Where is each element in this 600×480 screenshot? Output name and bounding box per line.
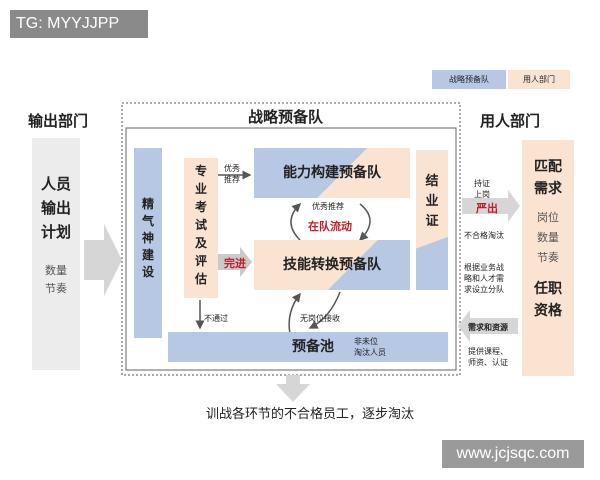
watermark-top-left: TG: MYYJJPP: [10, 10, 148, 38]
output-plan: 人员输出计划: [40, 175, 71, 241]
exam-evaluation: 专业考试及评估: [184, 158, 218, 298]
output-sub: 数量节奏: [45, 264, 67, 295]
in-team-flow: 在队流动: [308, 220, 352, 233]
reserve-pool: 预备池 非未位淘汰人员: [168, 332, 448, 362]
by-business: 根据业务战略和人才需求设立分队: [464, 263, 504, 294]
spirit-building: 精气神建设: [134, 148, 162, 338]
input-arrow: [84, 224, 122, 296]
hiring-dept-title: 用人部门: [480, 112, 541, 130]
legend-hiring: 用人部门: [508, 70, 570, 89]
output-dept-title: 输出部门: [28, 112, 89, 130]
finish-in: 完进: [224, 257, 246, 270]
output-dept-panel: 人员输出计划 数量节奏: [32, 138, 80, 370]
watermark-bottom-right: www.jcjsqc.com: [442, 440, 584, 468]
no-post: 无岗位接收: [300, 314, 340, 323]
excellent-rec-2: 优秀推荐: [312, 202, 344, 211]
post-items: 岗位数量节奏: [537, 211, 559, 264]
fail-out: 不合格淘汰: [464, 231, 504, 240]
qualification: 任职资格: [534, 281, 562, 319]
demand-arrow: [458, 310, 518, 342]
match-demand: 匹配需求: [534, 159, 562, 197]
caption: 训战各环节的不合格员工，逐步淘汰: [206, 407, 415, 422]
demand-resources: 需求和资源: [468, 323, 508, 332]
exit-strict: 严出: [476, 202, 498, 215]
strategic-title: 战略预备队: [248, 108, 324, 126]
capability-team: 能力构建预备队: [254, 148, 410, 198]
legend-strategic: 战略预备队: [432, 70, 506, 89]
provide: 提供课程、师资、认证: [468, 347, 508, 367]
not-pass: 不通过: [204, 314, 228, 323]
down-arrow: [276, 375, 310, 402]
exit-arrow: [462, 190, 520, 222]
hold-cert: 持证上岗: [474, 179, 490, 199]
pool-note: 非未位淘汰人员: [354, 337, 386, 357]
skill-team: 技能转换预备队: [254, 240, 410, 290]
excellent-rec: 优秀推荐: [224, 164, 240, 184]
hiring-dept-panel: 匹配需求 岗位数量节奏 任职资格: [522, 140, 574, 376]
strategic-frame: [121, 102, 461, 376]
graduation-cert: 结业证: [416, 150, 448, 290]
